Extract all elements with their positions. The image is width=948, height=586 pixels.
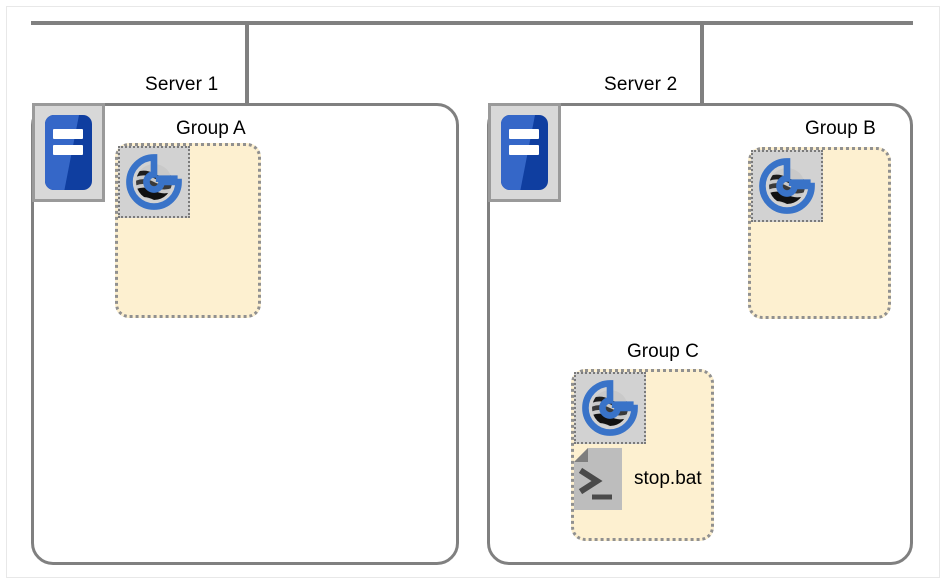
server-slot-bar	[509, 145, 539, 155]
server-slot-bar	[53, 145, 83, 155]
bat-file-name: stop.bat	[634, 468, 702, 489]
network-bus-line	[31, 21, 913, 25]
server-1-tab-line	[245, 21, 249, 104]
server-2-label: Server 2	[604, 74, 678, 95]
bat-script-icon	[574, 448, 622, 510]
group-a-label: Group A	[176, 118, 246, 139]
server-2-tab-line	[700, 21, 704, 104]
list-item[interactable]: stop.bat	[574, 448, 702, 510]
server-2-container[interactable]	[487, 103, 913, 565]
server-1-label: Server 1	[145, 74, 219, 95]
server-unit-body	[45, 115, 92, 190]
glassfish-icon[interactable]	[751, 150, 823, 222]
server-slot-bar	[53, 129, 83, 139]
group-c-label: Group C	[627, 341, 699, 362]
server-1-container[interactable]	[31, 103, 459, 565]
server-rack-icon	[488, 103, 561, 202]
group-b-label: Group B	[805, 118, 876, 139]
server-rack-icon	[32, 103, 105, 202]
server-unit-body	[501, 115, 548, 190]
glassfish-icon[interactable]	[574, 372, 646, 444]
glassfish-icon[interactable]	[118, 146, 190, 218]
server-slot-bar	[509, 129, 539, 139]
